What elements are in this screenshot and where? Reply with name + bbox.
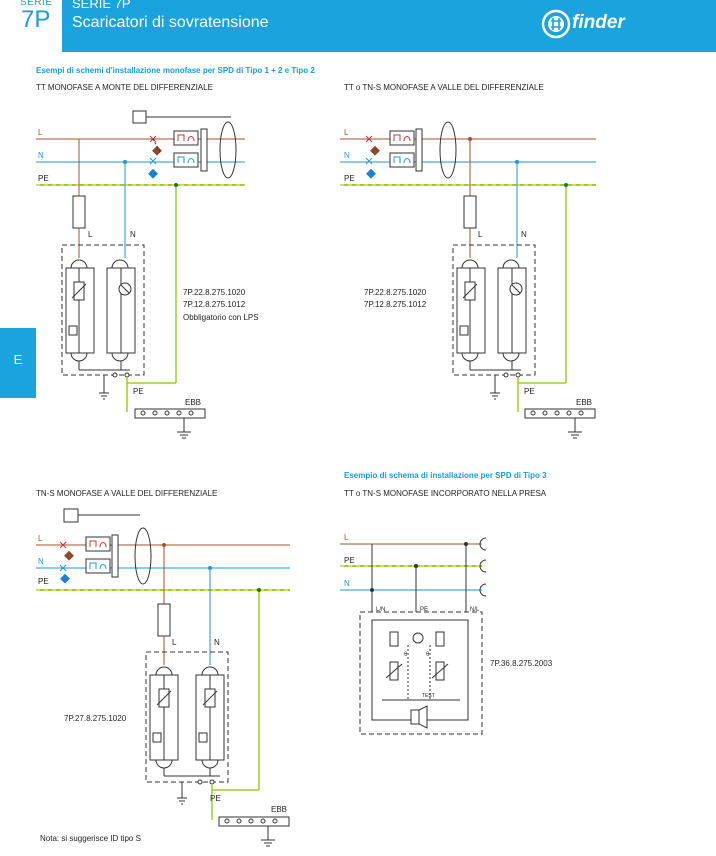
- svg-text:PE: PE: [133, 387, 144, 396]
- serie-label: SERIE: [20, 0, 53, 8]
- diagram2-title: TT o TN-S MONOFASE A VALLE DEL DIFFERENZ…: [344, 83, 544, 92]
- svg-text:N: N: [344, 579, 350, 588]
- d1-toroid: [219, 121, 237, 179]
- title-band: [62, 0, 716, 52]
- page-title: Scaricatori di sovratensione: [72, 14, 269, 31]
- svg-text:θ: θ: [426, 652, 430, 658]
- svg-text:L: L: [344, 533, 349, 542]
- svg-text:PE: PE: [210, 794, 221, 803]
- svg-text:N: N: [344, 151, 350, 160]
- svg-text:N/L: N/L: [470, 607, 480, 613]
- d1-label-PE: PE: [38, 174, 49, 183]
- finder-logo-icon: [541, 9, 571, 39]
- d1-code-2: 7P.12.8.275.1012: [183, 300, 246, 309]
- diagram4: L PE N L/N PE N/L θ θ TEST: [340, 533, 487, 735]
- diagram4-title: TT o TN-S MONOFASE INCORPORATO NELLA PRE…: [344, 489, 547, 498]
- svg-text:EBB: EBB: [271, 805, 287, 814]
- title-serie: SERIE 7P: [72, 0, 131, 11]
- svg-text:PE: PE: [420, 607, 428, 613]
- d1-spd-enclosure: [61, 244, 145, 376]
- svg-text:N: N: [38, 557, 44, 566]
- d1-ebb-bar: [134, 408, 206, 419]
- d2-code-2: 7P.12.8.275.1012: [364, 300, 427, 309]
- d1-label-L: L: [38, 128, 43, 137]
- diagram1-title: TT MONOFASE A MONTE DEL DIFFERENZIALE: [36, 83, 213, 92]
- svg-text:N: N: [214, 638, 220, 647]
- footnote: Nota: si suggerisce ID tipo S: [40, 834, 141, 843]
- svg-text:PE: PE: [344, 556, 355, 565]
- svg-text:EBB: EBB: [576, 398, 592, 407]
- d3-code-1: 7P.27.8.275.1020: [64, 714, 127, 723]
- diagram3: L N PE L N: [36, 508, 290, 847]
- svg-text:TEST: TEST: [422, 693, 435, 699]
- d4-code-1: 7P.36.8.275.2003: [490, 659, 553, 668]
- d1-switch-icon: [148, 135, 162, 179]
- d2-code-1: 7P.22.8.275.1020: [364, 288, 427, 297]
- serie-block: [0, 0, 62, 40]
- svg-text:L: L: [88, 230, 93, 239]
- section2-title: Esempio di schema di installazione per S…: [344, 471, 547, 480]
- diagram1: L N PE L N: [36, 110, 245, 439]
- svg-text:L: L: [172, 638, 177, 647]
- serie-number: 7P: [21, 6, 51, 33]
- svg-text:N: N: [130, 230, 136, 239]
- d1-label-N: N: [38, 151, 44, 160]
- diagram3-title: TN-S MONOFASE A VALLE DEL DIFFERENZIALE: [36, 489, 218, 498]
- d1-code-note: Obbligatorio con LPS: [183, 313, 259, 322]
- svg-text:EBB: EBB: [185, 398, 201, 407]
- section-tab: [0, 328, 36, 398]
- svg-text:L: L: [478, 230, 483, 239]
- svg-text:N: N: [521, 230, 527, 239]
- section-tab-label: E: [13, 352, 23, 367]
- svg-text:θ: θ: [404, 652, 408, 658]
- brand-name: finder: [572, 12, 625, 33]
- d1-fuse: [72, 195, 86, 229]
- section1-title: Esempi di schemi d'installazione monofas…: [36, 66, 315, 75]
- d1-code-1: 7P.22.8.275.1020: [183, 288, 246, 297]
- svg-text:PE: PE: [344, 174, 355, 183]
- svg-text:L/N: L/N: [376, 607, 385, 613]
- d3-switch-icon: [59, 541, 74, 584]
- svg-text:PE: PE: [38, 577, 49, 586]
- d2-switch-icon: [365, 135, 380, 179]
- svg-text:L: L: [38, 534, 43, 543]
- svg-text:L: L: [344, 128, 349, 137]
- diagram2: L N PE L N: [340, 121, 596, 439]
- d1-breaker-box: [132, 110, 147, 124]
- svg-text:PE: PE: [524, 387, 535, 396]
